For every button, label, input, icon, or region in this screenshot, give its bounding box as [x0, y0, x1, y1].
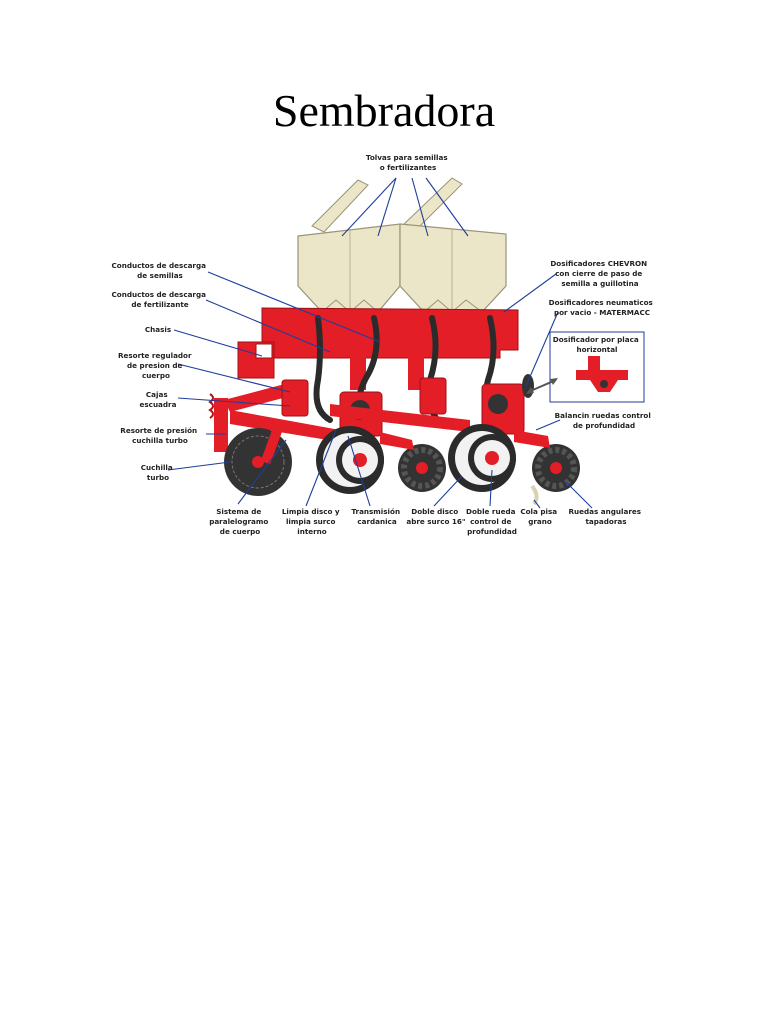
label-resorte-regulador: Resorte regulador de presion de cuerpo — [118, 351, 194, 380]
page-title: Sembradora — [272, 85, 496, 136]
row-unit-right — [330, 374, 580, 506]
label-dosificador-placa: Dosificador por placa horizontal — [553, 335, 641, 354]
label-resorte-presion: Resorte de presión cuchilla turbo — [120, 426, 199, 445]
label-cuchilla-turbo: Cuchilla turbo — [141, 463, 176, 482]
row-unit-left — [208, 379, 446, 496]
label-dosificadores-neumaticos: Dosificadores neumaticos por vacio - MAT… — [549, 298, 656, 317]
hoppers — [297, 223, 507, 313]
label-doble-disco: Doble disco abre surco 16" — [406, 507, 466, 526]
label-balancin: Balancin ruedas control de profundidad — [555, 411, 654, 430]
label-transmision: Transmisión cardanica — [351, 507, 402, 526]
label-ruedas-angulares: Ruedas angulares tapadoras — [568, 507, 643, 526]
label-limpia-disco: Limpia disco y limpia surco interno — [282, 507, 342, 536]
label-doble-rueda: Doble rueda control de profundidad — [466, 507, 518, 536]
label-sistema-paralelogramo: Sistema de paralelogramo de cuerpo — [209, 507, 271, 536]
label-cola-pisa-grano: Cola pisa grano — [520, 507, 559, 526]
label-dosificadores-chevron: Dosificadores CHEVRON con cierre de paso… — [550, 259, 649, 288]
label-tolvas: Tolvas para semillas o fertilizantes — [366, 153, 450, 172]
label-cajas-escuadra: Cajas escuadra — [140, 390, 177, 409]
label-conductos-fertilizante: Conductos de descarga de fertilizante — [112, 290, 209, 309]
hopper-lids — [311, 177, 463, 233]
label-conductos-semillas: Conductos de descarga de semillas — [112, 261, 209, 280]
label-chasis: Chasis — [145, 325, 171, 334]
leader-lines — [167, 177, 593, 509]
horizontal-plate-doser-inset — [526, 331, 645, 403]
diagram-labels: Tolvas para semillas o fertilizantes Con… — [112, 153, 656, 536]
